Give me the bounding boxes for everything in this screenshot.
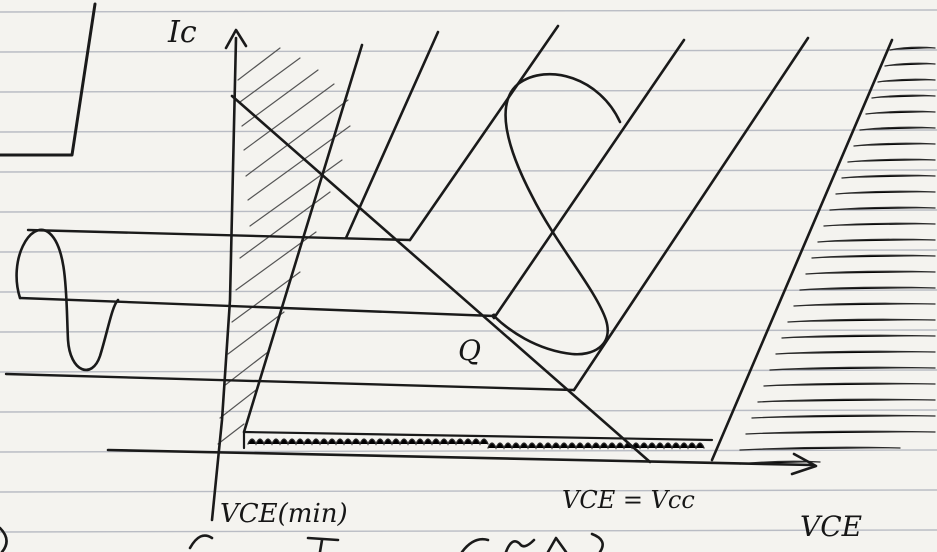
cutoff-region-hatching: [739, 46, 936, 465]
vce-cutoff-label: VCE = Vcc: [562, 486, 695, 514]
q-point-label: Q: [458, 334, 481, 367]
ruled-lines: [0, 9, 937, 533]
projection-lines: [4, 228, 576, 392]
q-point-dot: [491, 313, 497, 319]
bottom-hatched-strip: [242, 430, 714, 450]
x-axis-label: VCE: [800, 510, 862, 543]
x-axis: [106, 448, 818, 476]
y-axis-label: Ic: [167, 15, 197, 50]
bracket-stroke: [0, 2, 97, 157]
cut-off-handwriting: [0, 526, 604, 552]
characteristic-curves: [242, 24, 894, 462]
input-waveform: [15, 228, 120, 372]
load-line: [230, 94, 652, 464]
vce-min-label: VCE(min): [220, 499, 348, 529]
y-axis: [210, 28, 248, 522]
output-waveform: [492, 72, 622, 356]
saturation-region-hatching: [217, 47, 351, 445]
